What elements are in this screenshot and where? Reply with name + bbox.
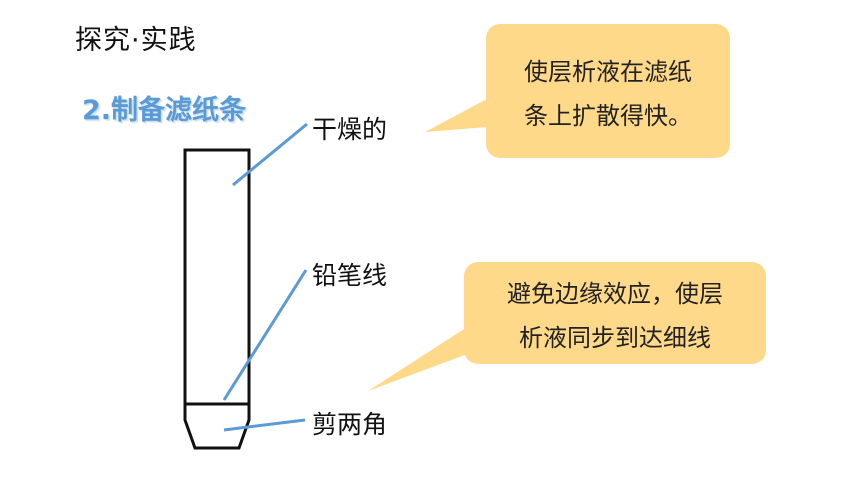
leader-line-cut <box>223 418 306 432</box>
label-dry: 干燥的 <box>312 115 388 144</box>
label-cut-corners: 剪两角 <box>312 410 388 439</box>
callout-spread-fast-line2: 条上扩散得快。 <box>524 102 692 130</box>
label-pencil-line: 铅笔线 <box>312 261 388 290</box>
section-title: 2.制备滤纸条 <box>82 95 247 126</box>
page-title: 探究·实践 <box>75 25 197 56</box>
callout-edge-effect-line1: 避免边缘效应，使层 <box>507 280 723 308</box>
callout-spread-fast-line1: 使层析液在滤纸 <box>524 58 692 86</box>
callout-edge-effect <box>368 262 766 391</box>
leader-line-pencil <box>222 269 308 401</box>
callout-edge-effect-line2: 析液同步到达细线 <box>519 324 711 352</box>
filter-paper-strip <box>183 148 251 450</box>
callout-spread-fast <box>425 24 730 158</box>
leader-line-dry <box>232 122 308 187</box>
callout-spread-fast-text: 使层析液在滤纸 条上扩散得快。 <box>486 50 730 138</box>
callout-edge-effect-text: 避免边缘效应，使层 析液同步到达细线 <box>464 272 766 360</box>
